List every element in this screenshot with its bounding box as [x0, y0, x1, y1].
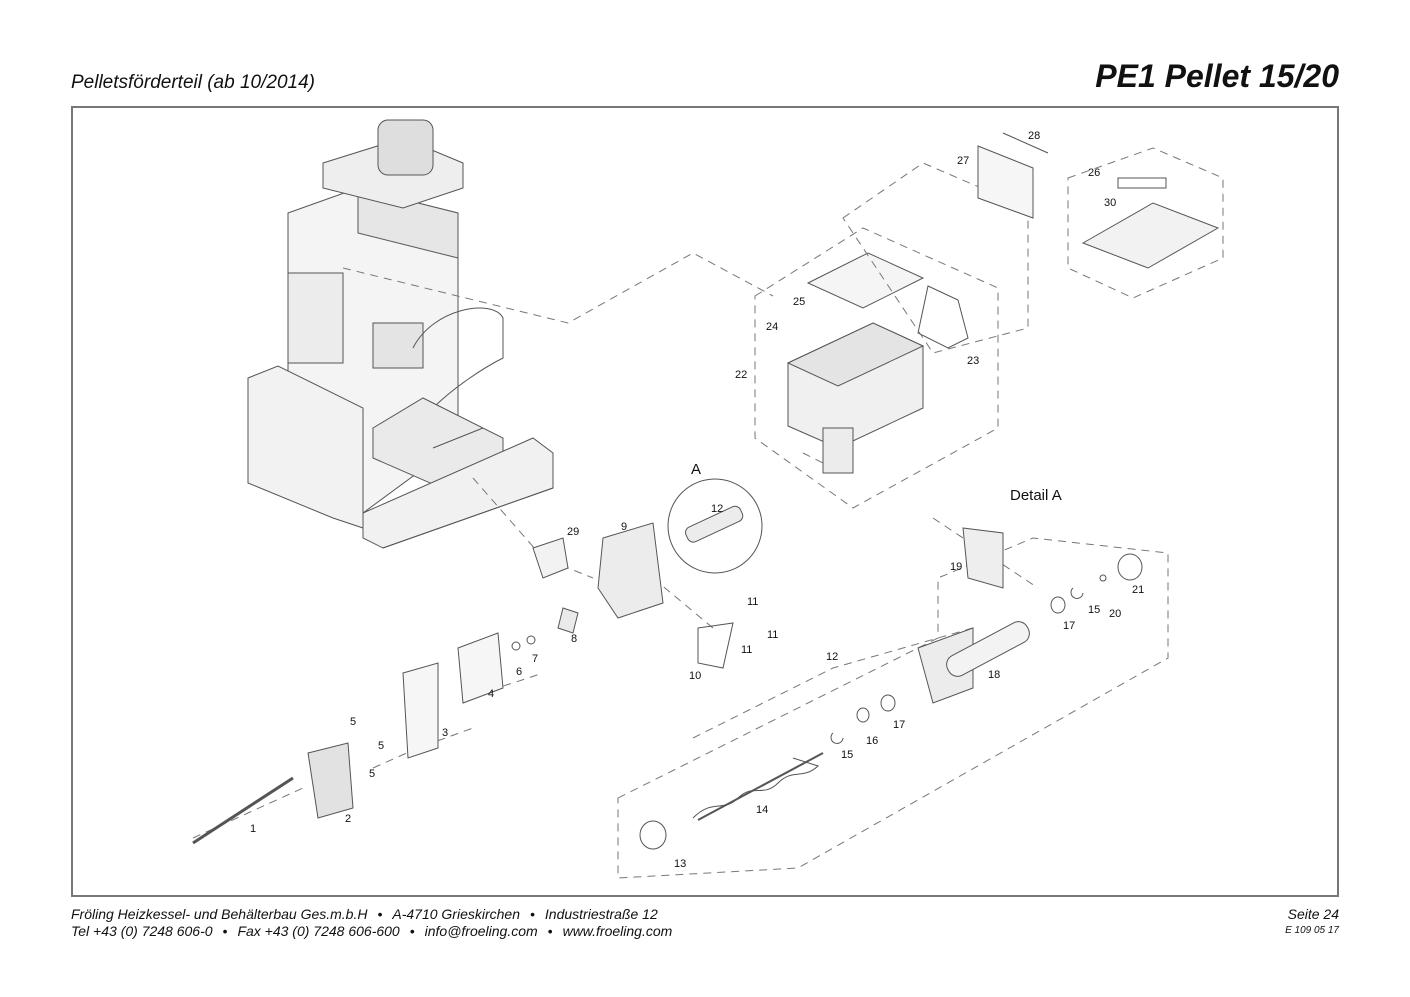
part-label: 4 — [488, 688, 494, 700]
part-label: 11 — [767, 629, 778, 641]
footer-company: Fröling Heizkessel- und Behälterbau Ges.… — [71, 906, 368, 922]
part-label: 14 — [756, 804, 768, 816]
bullet-separator: • — [530, 906, 535, 922]
diagram-frame: 1 2 3 4 5 5 5 6 7 8 9 10 11 11 11 12 12 … — [71, 106, 1339, 897]
part-label: 24 — [766, 321, 778, 333]
page-subtitle: Pelletsförderteil (ab 10/2014) — [71, 72, 315, 93]
part-label: 21 — [1132, 584, 1144, 596]
bullet-separator: • — [409, 923, 415, 939]
part-label: 17 — [1063, 620, 1075, 632]
part-label: 18 — [988, 669, 1000, 681]
part-label: 28 — [1028, 130, 1040, 142]
part-label: 27 — [957, 155, 969, 167]
bullet-separator: • — [377, 906, 383, 922]
part-label: 8 — [571, 633, 577, 645]
part-label: 26 — [1088, 167, 1100, 179]
part-label: 20 — [1109, 608, 1121, 620]
part-labels: 1 2 3 4 5 5 5 6 7 8 9 10 11 11 11 12 12 … — [250, 130, 1144, 870]
exploded-parts-diagram: 1 2 3 4 5 5 5 6 7 8 9 10 11 11 11 12 12 … — [192, 119, 1224, 879]
part-label: 2 — [345, 813, 351, 825]
part-label: 23 — [967, 355, 979, 367]
page-number: Seite 24 — [1287, 906, 1339, 922]
footer-fax: Fax +43 (0) 7248 606-600 — [237, 923, 400, 939]
part-label: 9 — [621, 521, 627, 533]
part-label: 19 — [950, 561, 962, 573]
part-label: 6 — [516, 666, 522, 678]
part-label: 22 — [735, 369, 747, 381]
detail-title: Detail A — [1010, 487, 1062, 504]
part-label: 29 — [567, 526, 579, 538]
footer-email-link[interactable]: info@froeling.com — [424, 923, 538, 939]
part-label: 11 — [741, 644, 752, 656]
footer-line-2: Tel +43 (0) 7248 606-0 • Fax +43 (0) 7248 … — [71, 923, 672, 939]
footer-street: Industriestraße 12 — [544, 906, 658, 922]
bullet-separator: • — [222, 923, 228, 939]
part-label: 12 — [711, 503, 723, 515]
footer-web-link[interactable]: www.froeling.com — [562, 923, 673, 939]
part-label: 10 — [689, 670, 701, 682]
footer-line-1: Fröling Heizkessel- und Behälterbau Ges.… — [71, 906, 658, 922]
part-label: 13 — [674, 858, 686, 870]
bullet-separator: • — [547, 923, 553, 939]
footer-address: A-4710 Grieskirchen — [392, 906, 520, 922]
footer-tel: Tel +43 (0) 7248 606-0 — [71, 923, 213, 939]
part-label: 16 — [866, 735, 878, 747]
part-label: 17 — [893, 719, 905, 731]
part-label: 1 — [250, 823, 256, 835]
part-label: 7 — [532, 653, 538, 665]
part-label: 15 — [841, 749, 853, 761]
hopper-group — [754, 132, 1224, 509]
part-label: 30 — [1104, 197, 1116, 209]
document-number: E 109 05 17 — [1285, 925, 1339, 936]
boiler-body — [247, 119, 554, 549]
part-label: 11 — [747, 596, 758, 608]
detail-a-circle — [667, 478, 763, 574]
part-label: 5 — [350, 716, 356, 728]
part-label: 15 — [1088, 604, 1100, 616]
part-label: 3 — [442, 727, 448, 739]
part-label: 12 — [826, 651, 838, 663]
part-label: 5 — [369, 768, 375, 780]
part-label: 5 — [378, 740, 384, 752]
drive-parts — [192, 522, 734, 845]
part-label: 25 — [793, 296, 805, 308]
detail-a-group — [617, 527, 1169, 879]
detail-marker: A — [691, 461, 701, 478]
page-title: PE1 Pellet 15/20 — [1095, 58, 1339, 94]
